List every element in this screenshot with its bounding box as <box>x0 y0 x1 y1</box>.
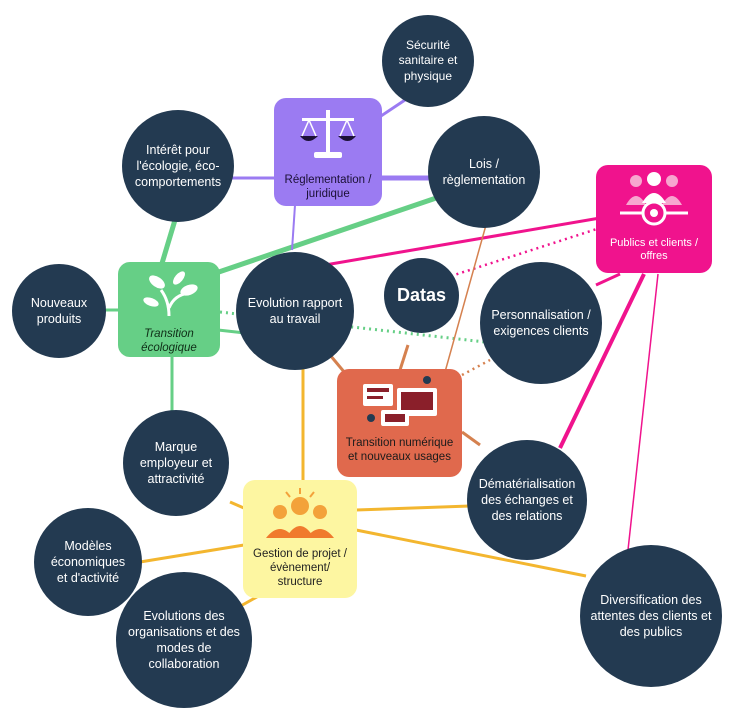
team-ideas-icon <box>266 488 334 538</box>
link-pub-demat <box>558 273 646 449</box>
hub-label: Transition numérique et nouveaux usages <box>345 437 454 463</box>
link-ges-diversification <box>355 528 587 578</box>
hub-label: Publics et clients / offres <box>609 237 699 263</box>
link-eco-interet <box>157 219 178 271</box>
link-pub-diversification <box>627 273 659 551</box>
link-eco-lois <box>209 192 446 278</box>
hub-reglementation: Réglementation / juridique <box>274 98 382 206</box>
topic-marque-employeur: Marque employeur et attractivité <box>123 410 229 516</box>
hub-label: Gestion de projet / évènement/ structure <box>253 548 347 588</box>
link-num-datas <box>398 344 410 371</box>
link-num-perso-dotted <box>461 358 491 377</box>
link-reg-travail <box>291 204 296 251</box>
topic-datas: Datas <box>384 258 459 333</box>
link-pub-perso <box>595 272 621 287</box>
hub-label: Réglementation / juridique <box>284 174 372 200</box>
scales-icon <box>300 110 356 158</box>
link-ges-modeles <box>139 543 245 564</box>
link-num-demat <box>461 430 481 447</box>
hub-gestion-projet: Gestion de projet / évènement/ structure <box>243 480 357 598</box>
link-num-lois <box>444 224 487 373</box>
topic-evolution-travail: Evolution rapport au travail <box>236 252 354 370</box>
link-pub-travail <box>324 216 601 267</box>
hub-publics-clients: Publics et clients / offres <box>596 165 712 273</box>
topic-evolutions-organisations: Evolutions des organisations et des mode… <box>116 572 252 708</box>
topic-dematerialisation: Dématérialisation des échanges et des re… <box>467 440 587 560</box>
link-ges-demat <box>355 504 471 512</box>
hub-label: Transition écologique <box>141 328 197 354</box>
topic-modeles-economiques: Modèles économiques et d'activité <box>34 508 142 616</box>
topic-nouveaux-produits: Nouveaux produits <box>12 264 106 358</box>
topic-securite: Sécurité sanitaire et physique <box>382 15 474 107</box>
link-eco-perso-dotted <box>219 310 486 344</box>
hub-transition-ecologique: Transition écologique <box>118 262 220 357</box>
target-audience-icon <box>620 172 688 226</box>
topic-personnalisation: Personnalisation / exigences clients <box>480 262 602 384</box>
hub-transition-numerique: Transition numérique et nouveaux usages <box>337 369 462 477</box>
topic-lois: Lois / règlementation <box>428 116 540 228</box>
topic-interet-ecologie: Intérêt pour l'écologie, éco-comportemen… <box>122 110 234 222</box>
digital-screens-icon <box>363 376 437 426</box>
link-reg-securite <box>377 98 406 120</box>
plant-icon <box>143 271 198 317</box>
topic-diversification: Diversification des attentes des clients… <box>580 545 722 687</box>
